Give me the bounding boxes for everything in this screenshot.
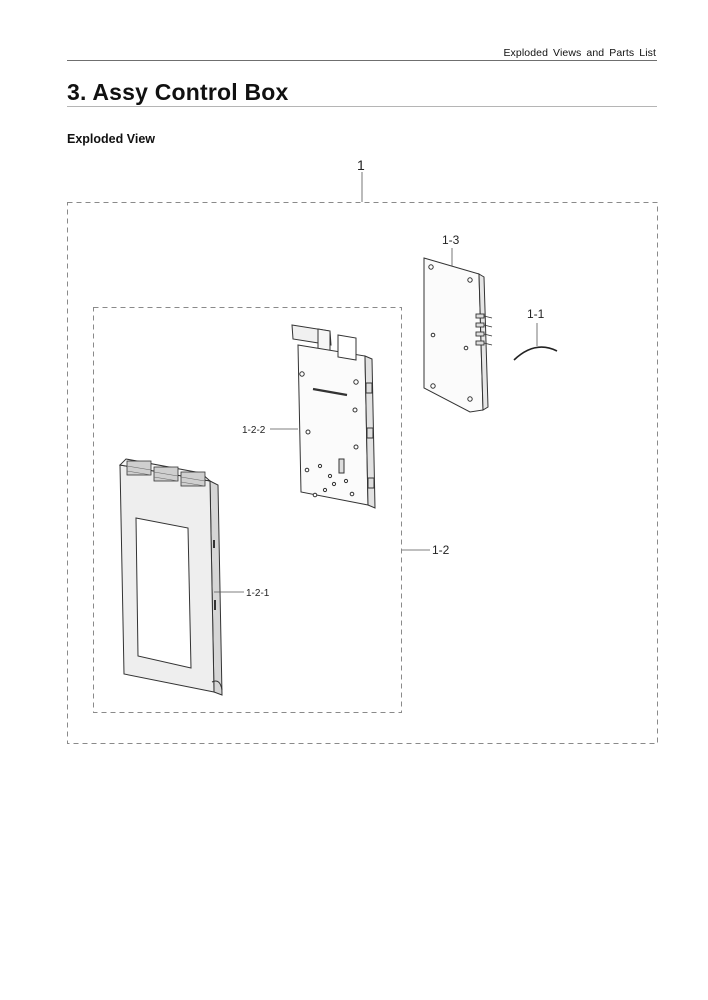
section-heading: Exploded View: [67, 132, 155, 146]
header-rule: [67, 60, 657, 61]
callout-1-2: 1-2: [432, 543, 450, 557]
page-title: 3. Assy Control Box: [67, 79, 289, 105]
control-panel-part: [118, 458, 223, 696]
callout-1-2-1: 1-2-1: [246, 588, 270, 599]
callout-1: 1: [357, 157, 365, 173]
running-head: Exploded Views and Parts List: [503, 47, 656, 59]
callout-1-2-2: 1-2-2: [242, 425, 266, 436]
callout-1-1: 1-1: [527, 307, 545, 321]
assy-boundary: [67, 202, 658, 744]
callout-1-3: 1-3: [442, 233, 460, 247]
title-rule: [67, 106, 657, 107]
wire-arc-part: [513, 346, 558, 361]
sub-assy-boundary: [93, 307, 402, 713]
pcb-board-part: [423, 257, 493, 413]
bracket-frame-part: [291, 324, 376, 509]
